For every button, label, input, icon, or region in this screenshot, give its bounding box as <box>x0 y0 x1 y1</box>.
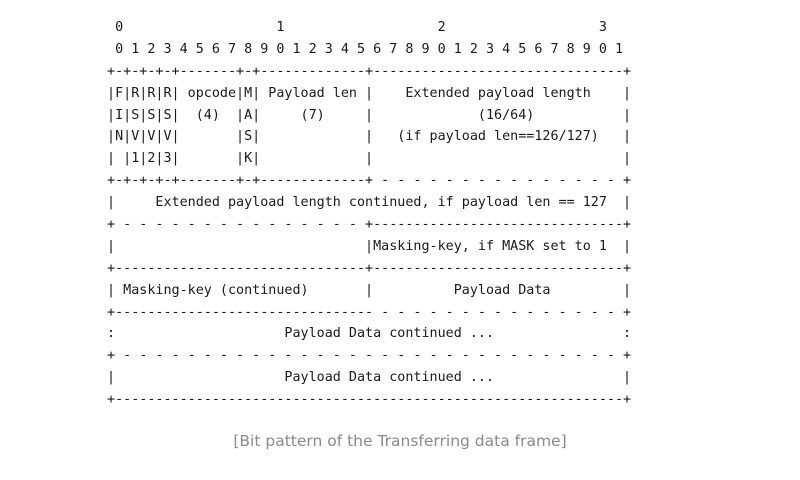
diagram-line: : Payload Data continued ... : <box>99 326 632 342</box>
diagram-line: |N|V|V|V| |S| | (if payload len==126/127… <box>99 129 632 145</box>
diagram-line: | |Masking-key, if MASK set to 1 | <box>99 238 632 254</box>
diagram-line: | Masking-key (continued) | Payload Data… <box>99 282 632 298</box>
diagram-line: | |1|2|3| |K| | | <box>99 151 632 167</box>
diagram-line: | Extended payload length continued, if … <box>99 195 632 211</box>
diagram-line: |I|S|S|S| (4) |A| (7) | (16/64) | <box>99 107 632 123</box>
diagram-line: 0 1 2 3 4 5 6 7 8 9 0 1 2 3 4 5 6 7 8 9 … <box>99 41 624 57</box>
diagram-line: +-------------------------------- - - - … <box>99 304 632 320</box>
diagram-line: + - - - - - - - - - - - - - - - +-------… <box>99 217 632 233</box>
diagram-line: +-+-+-+-+-------+-+-------------+ - - - … <box>99 173 632 189</box>
diagram-line: +---------------------------------------… <box>99 392 632 408</box>
diagram-line: 0 1 2 3 <box>99 20 607 35</box>
figure-caption: [Bit pattern of the Transferring data fr… <box>233 432 567 450</box>
diagram-line: +-+-+-+-+-------+-+-------------+-------… <box>99 63 632 79</box>
frame-bit-diagram: 0 1 2 3 0 1 2 3 4 5 6 7 8 9 0 1 2 3 4 5 … <box>99 17 631 411</box>
diagram-line: + - - - - - - - - - - - - - - - - - - - … <box>99 348 632 364</box>
diagram-line: |F|R|R|R| opcode|M| Payload len | Extend… <box>99 85 632 101</box>
diagram-line: | Payload Data continued ... | <box>99 370 632 386</box>
diagram-line: +-------------------------------+-------… <box>99 260 632 276</box>
